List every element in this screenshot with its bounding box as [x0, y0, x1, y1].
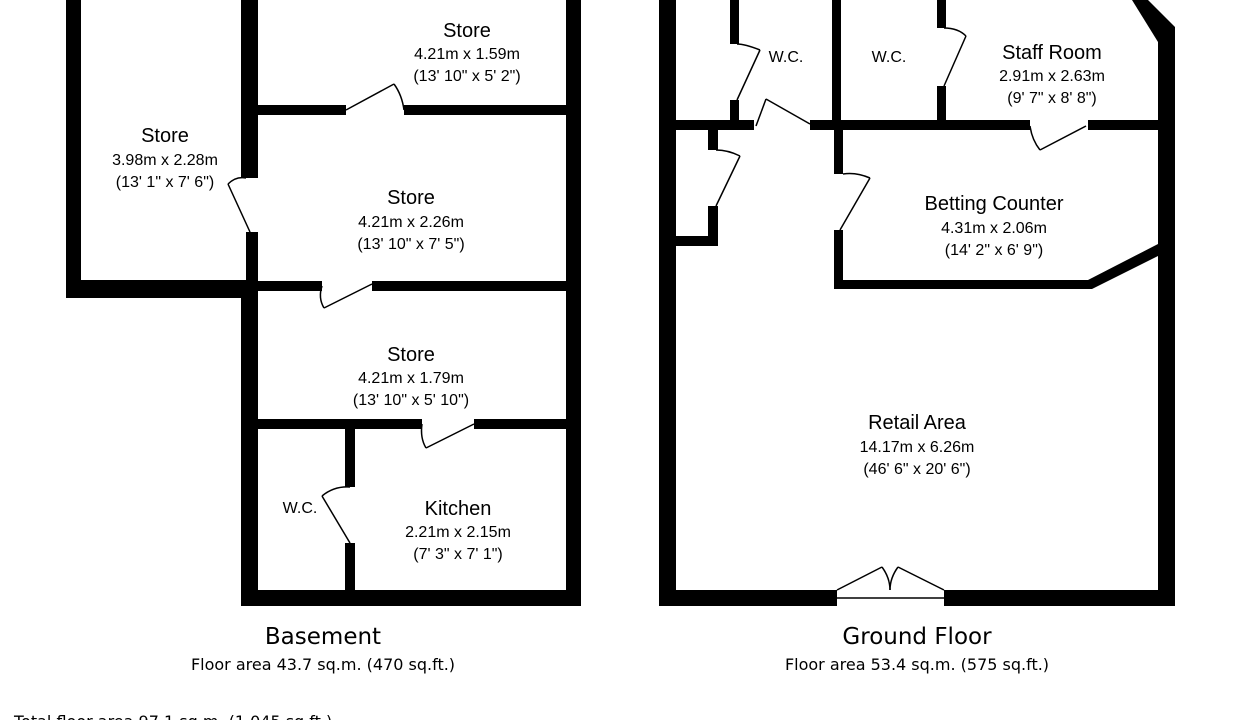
svg-text:(7' 3" x 7' 1"): (7' 3" x 7' 1"): [413, 546, 503, 563]
svg-text:W.C.: W.C.: [769, 49, 804, 66]
ground-floor-title: Ground Floor: [842, 624, 992, 650]
svg-text:Store: Store: [443, 20, 491, 42]
svg-text:(46' 6" x 20' 6"): (46' 6" x 20' 6"): [863, 461, 970, 478]
svg-text:Store: Store: [387, 344, 435, 366]
svg-text:W.C.: W.C.: [872, 49, 907, 66]
room-wc-ground-2: W.C.: [872, 49, 907, 66]
basement-title: Basement: [265, 624, 381, 650]
svg-text:3.98m x 2.28m: 3.98m x 2.28m: [112, 152, 218, 169]
room-wc-basement: W.C.: [283, 500, 318, 517]
ground-doors: [715, 27, 1087, 599]
room-wc-ground-1: W.C.: [769, 49, 804, 66]
room-kitchen: Kitchen 2.21m x 2.15m (7' 3" x 7' 1"): [405, 498, 511, 563]
room-staff: Staff Room 2.91m x 2.63m (9' 7" x 8' 8"): [999, 42, 1105, 107]
svg-text:4.21m x 2.26m: 4.21m x 2.26m: [358, 214, 464, 231]
svg-text:(9' 7" x 8' 8"): (9' 7" x 8' 8"): [1007, 90, 1097, 107]
svg-text:2.91m x 2.63m: 2.91m x 2.63m: [999, 68, 1105, 85]
svg-text:(13' 10" x 7' 5"): (13' 10" x 7' 5"): [357, 236, 464, 253]
svg-text:(13' 1" x 7' 6"): (13' 1" x 7' 6"): [116, 174, 214, 191]
svg-text:W.C.: W.C.: [283, 500, 318, 517]
svg-text:Retail Area: Retail Area: [868, 412, 967, 434]
svg-text:(14' 2" x 6' 9"): (14' 2" x 6' 9"): [945, 242, 1043, 259]
svg-text:(13' 10" x 5' 2"): (13' 10" x 5' 2"): [413, 68, 520, 85]
svg-text:4.31m x 2.06m: 4.31m x 2.06m: [941, 220, 1047, 237]
room-store-top: Store 4.21m x 1.59m (13' 10" x 5' 2"): [413, 20, 520, 85]
basement-walls: [66, 0, 581, 606]
room-store-mid: Store 4.21m x 2.26m (13' 10" x 7' 5"): [357, 187, 464, 253]
ground-floor-area: Floor area 53.4 sq.m. (575 sq.ft.): [785, 655, 1049, 674]
svg-text:14.17m x 6.26m: 14.17m x 6.26m: [860, 439, 975, 456]
room-retail: Retail Area 14.17m x 6.26m (46' 6" x 20'…: [860, 412, 975, 478]
basement-area: Floor area 43.7 sq.m. (470 sq.ft.): [191, 655, 455, 674]
svg-text:Betting Counter: Betting Counter: [925, 193, 1064, 215]
basement-doors: [227, 83, 475, 544]
svg-text:4.21m x 1.59m: 4.21m x 1.59m: [414, 46, 520, 63]
room-store-low: Store 4.21m x 1.79m (13' 10" x 5' 10"): [353, 344, 469, 409]
room-store-left: Store 3.98m x 2.28m (13' 1" x 7' 6"): [112, 125, 218, 191]
room-betting-counter: Betting Counter 4.31m x 2.06m (14' 2" x …: [925, 193, 1064, 259]
ground-walls: [659, 0, 1175, 606]
svg-text:Staff Room: Staff Room: [1002, 42, 1102, 64]
total-floor-area: Total floor area 97.1 sq.m. (1,045 sq.ft…: [13, 712, 332, 720]
svg-text:Store: Store: [387, 187, 435, 209]
svg-text:4.21m x 1.79m: 4.21m x 1.79m: [358, 370, 464, 387]
svg-text:Store: Store: [141, 125, 189, 147]
svg-text:Kitchen: Kitchen: [425, 498, 492, 520]
svg-text:2.21m x 2.15m: 2.21m x 2.15m: [405, 524, 511, 541]
svg-text:(13' 10" x 5' 10"): (13' 10" x 5' 10"): [353, 392, 469, 409]
